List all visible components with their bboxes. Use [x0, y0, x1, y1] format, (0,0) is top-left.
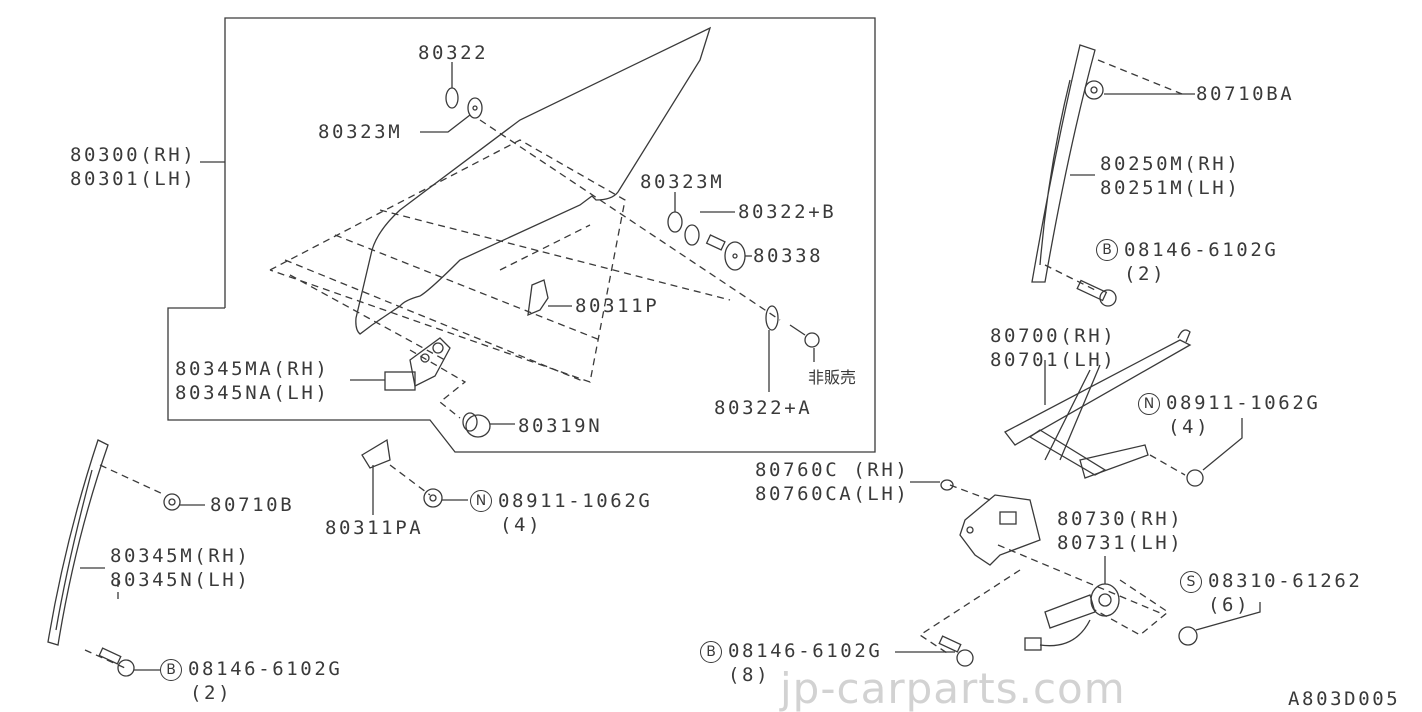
- nut-symbol-n: N: [1138, 393, 1160, 415]
- part-label-80710ba[interactable]: 80710BA: [1196, 83, 1295, 105]
- part-label-80323m[interactable]: 80323M: [318, 121, 403, 143]
- bolt-symbol-b: B: [160, 659, 182, 681]
- part-label-80319n[interactable]: 80319N: [518, 415, 603, 437]
- part-label-80730[interactable]: 80730(RH): [1057, 508, 1184, 530]
- part-label-80345n[interactable]: 80345N(LH): [110, 569, 251, 591]
- part-label-80322b[interactable]: 80322+B: [738, 201, 837, 223]
- bolt-symbol-b: B: [700, 641, 722, 663]
- part-label-bolt-mid[interactable]: 08146-6102G: [728, 640, 883, 662]
- part-label-80731[interactable]: 80731(LH): [1057, 532, 1184, 554]
- part-label-80250m[interactable]: 80250M(RH): [1100, 153, 1241, 175]
- quantity-label: (4): [500, 514, 543, 536]
- regulator-motor: [1024, 556, 1120, 651]
- part-label-80760c[interactable]: 80760C (RH): [755, 459, 910, 481]
- part-label-80300[interactable]: 80300(RH): [70, 144, 197, 166]
- screw-symbol-s: S: [1180, 571, 1202, 593]
- part-label-80251m[interactable]: 80251M(LH): [1100, 177, 1241, 199]
- part-label-80710b[interactable]: 80710B: [210, 494, 295, 516]
- part-label-80301[interactable]: 80301(LH): [70, 168, 197, 190]
- assembly-boundary: [167, 17, 876, 453]
- front-run-channel: [47, 439, 109, 646]
- quantity-label: (8): [728, 664, 771, 686]
- part-label-80322[interactable]: 80322: [418, 42, 489, 64]
- part-label-80323m-right[interactable]: 80323M: [640, 171, 725, 193]
- window-regulator: [959, 329, 1192, 566]
- part-label-80338[interactable]: 80338: [753, 245, 824, 267]
- watermark: jp-carparts.com: [780, 664, 1126, 712]
- part-label-bolt-left[interactable]: 08146-6102G: [188, 658, 343, 680]
- part-label-80322a[interactable]: 80322+A: [714, 397, 813, 419]
- part-label-80701[interactable]: 80701(LH): [990, 349, 1117, 371]
- part-label-80345ma[interactable]: 80345MA(RH): [175, 358, 330, 380]
- part-label-nut-mid[interactable]: 08911-1062G: [498, 490, 653, 512]
- part-label-80700[interactable]: 80700(RH): [990, 325, 1117, 347]
- hardware-parts: [98, 62, 1261, 677]
- part-label-80345na[interactable]: 80345NA(LH): [175, 382, 330, 404]
- part-label-80311pa[interactable]: 80311PA: [325, 517, 424, 539]
- quantity-label: (2): [190, 682, 233, 704]
- part-label-80760ca[interactable]: 80760CA(LH): [755, 483, 910, 505]
- part-label-screw[interactable]: 08310-61262: [1208, 570, 1363, 592]
- part-label-nut-right[interactable]: 08911-1062G: [1166, 392, 1321, 414]
- nut-symbol-n: N: [470, 490, 492, 512]
- rear-run-channel: [1031, 44, 1096, 283]
- quantity-label: (6): [1208, 594, 1251, 616]
- diagram-code: A803D005: [1288, 688, 1401, 710]
- not-for-sale-note: 非販売: [808, 368, 857, 387]
- part-label-80311p[interactable]: 80311P: [575, 295, 660, 317]
- quantity-label: (4): [1168, 416, 1211, 438]
- bolt-symbol-b: B: [1096, 239, 1118, 261]
- part-label-bolt-upper[interactable]: 08146-6102G: [1124, 239, 1279, 261]
- quantity-label: (2): [1124, 263, 1167, 285]
- part-label-80345m[interactable]: 80345M(RH): [110, 545, 251, 567]
